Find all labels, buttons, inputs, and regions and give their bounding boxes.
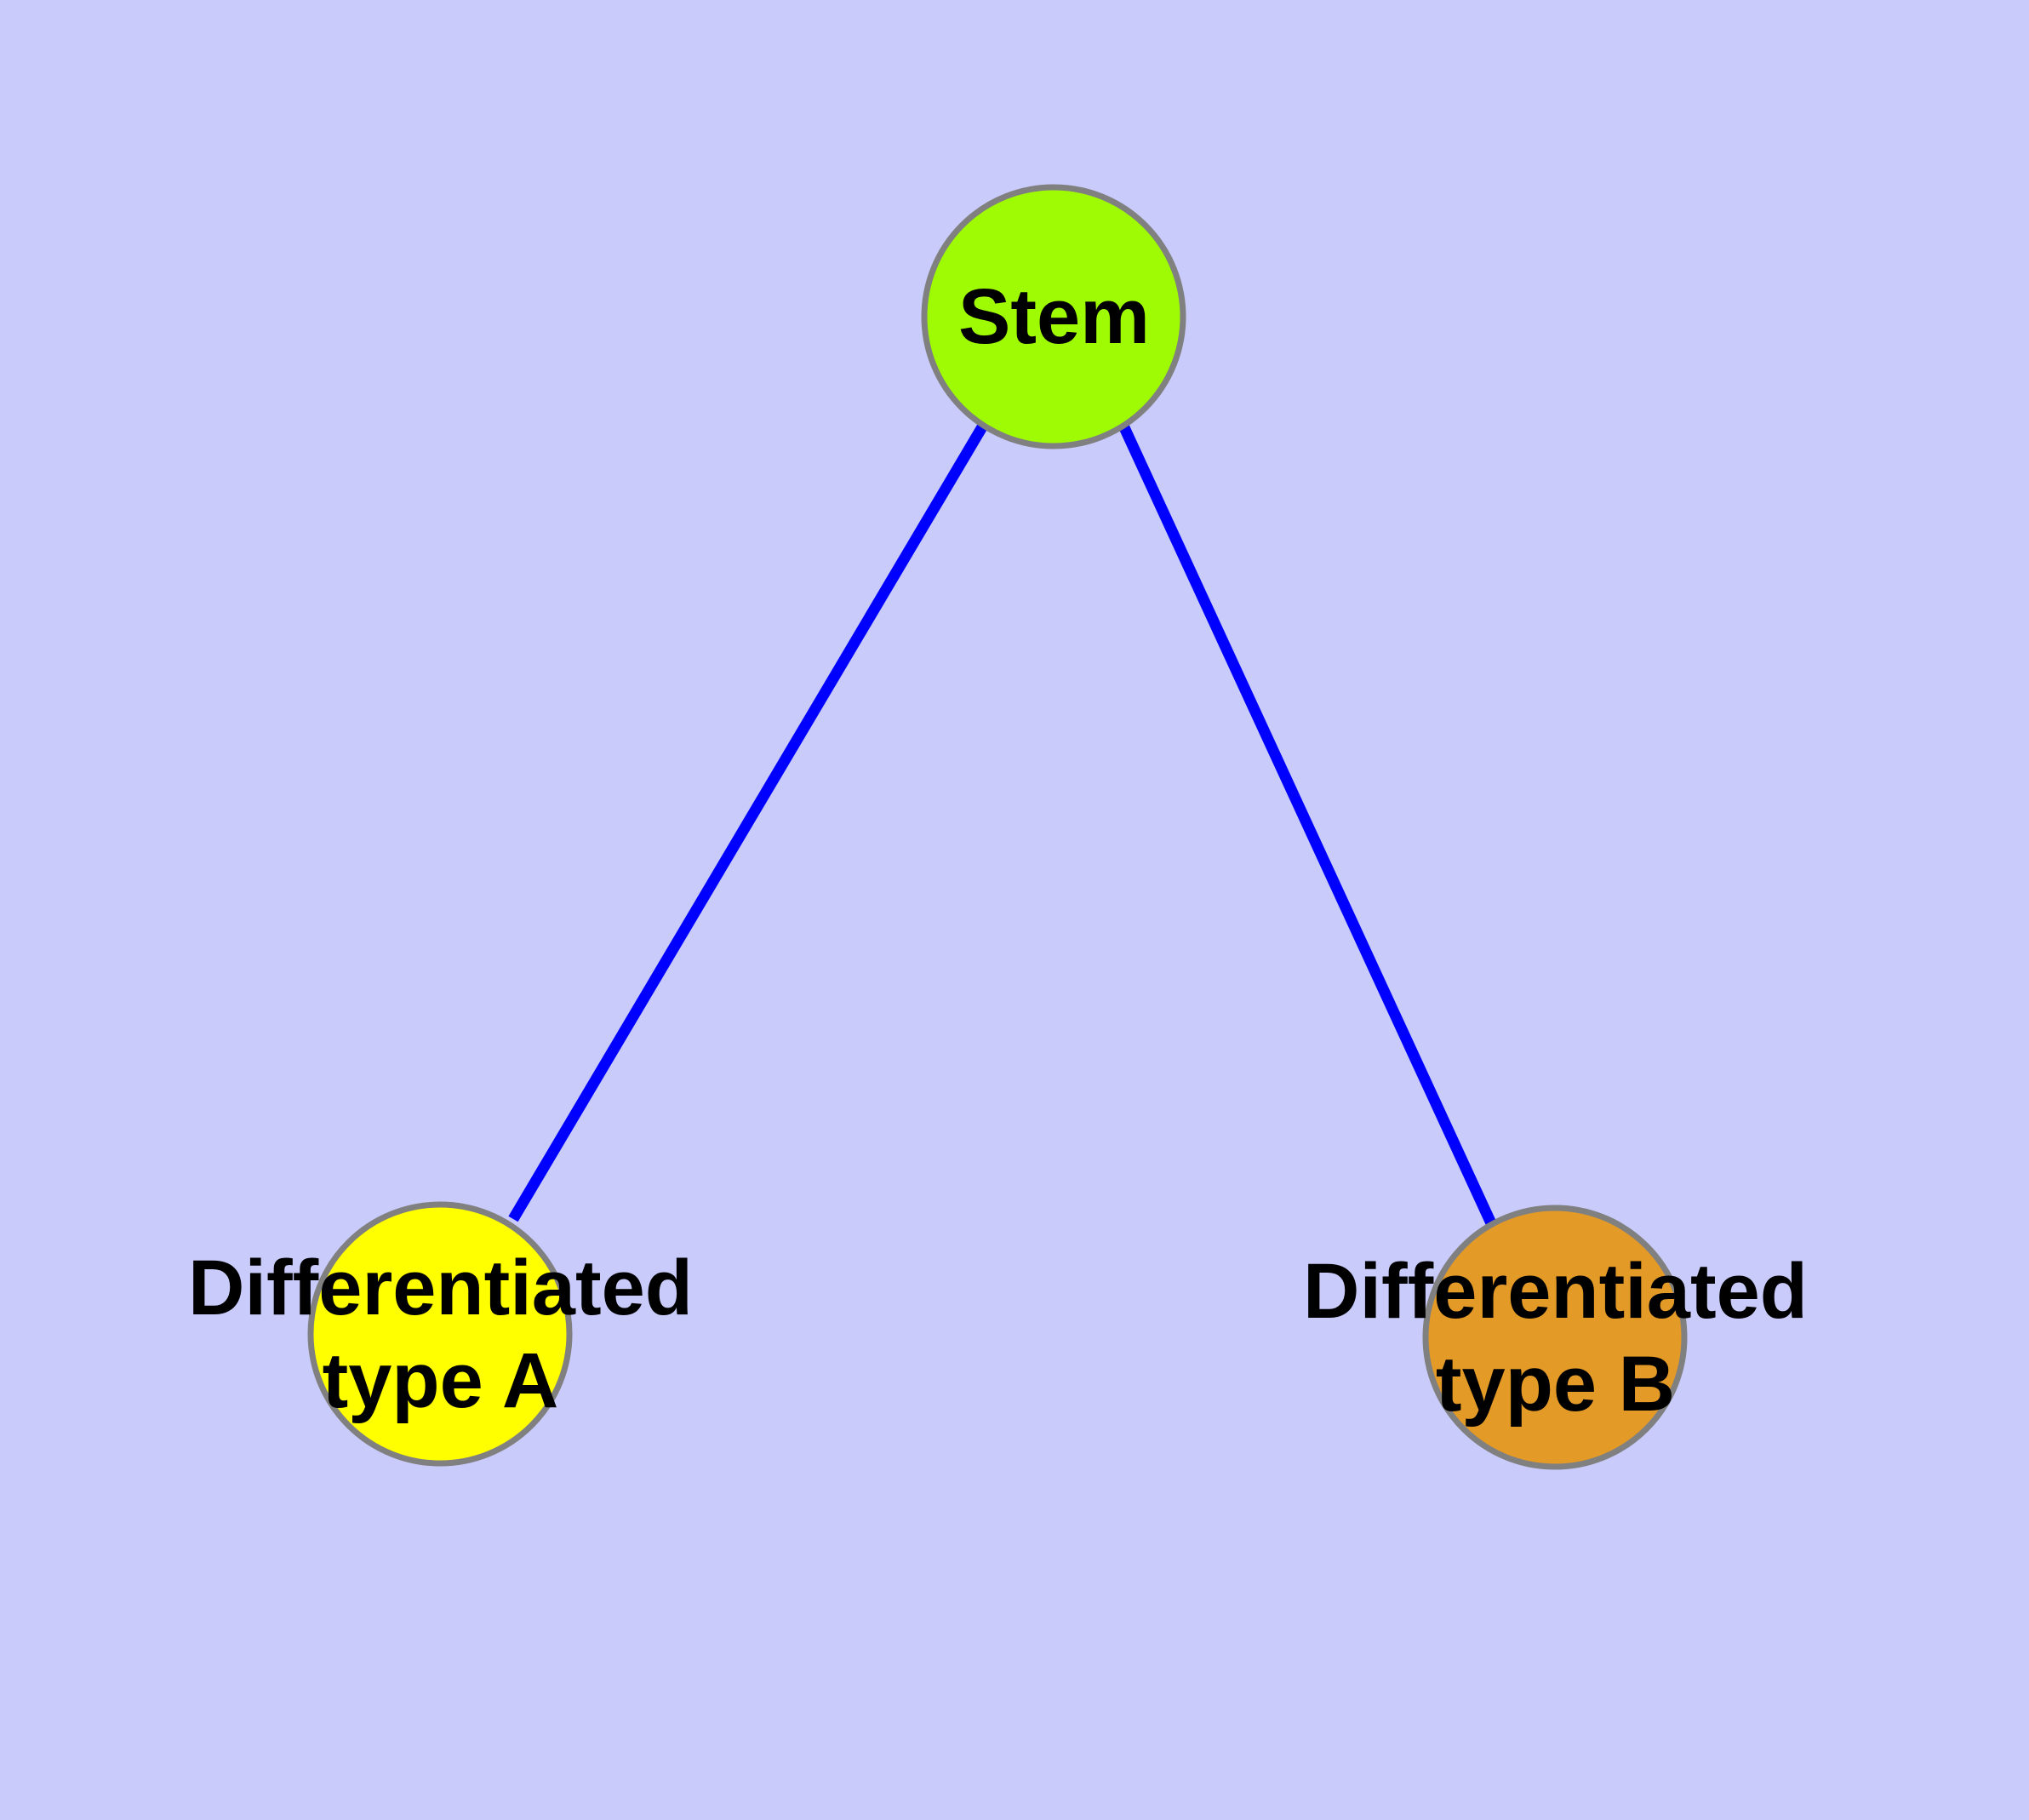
edge-stem-to-diff-b bbox=[1118, 423, 1496, 1226]
edge-stem-to-diff-a bbox=[508, 422, 988, 1222]
edge-layer bbox=[508, 422, 1496, 1226]
node-circle-diff-b[interactable] bbox=[1422, 1205, 1688, 1470]
node-circle-stem[interactable] bbox=[921, 184, 1186, 449]
node-circle-diff-a[interactable] bbox=[307, 1201, 573, 1467]
node-layer bbox=[307, 184, 1688, 1470]
